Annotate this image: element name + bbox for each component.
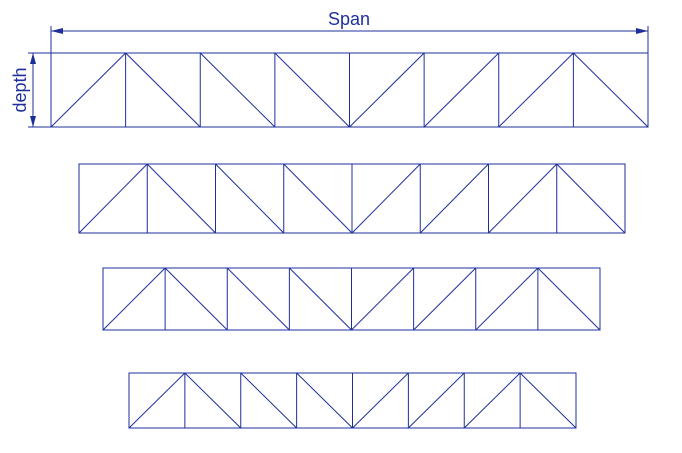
span-arrow-left — [51, 28, 63, 34]
truss-diagonal — [102, 267, 166, 331]
trusses — [50, 52, 649, 429]
truss-diagonal — [408, 372, 465, 429]
truss-diagonal — [283, 163, 353, 234]
truss-diagonal — [419, 163, 489, 234]
truss-diagonal — [537, 267, 601, 331]
truss-diagonal — [351, 267, 414, 331]
truss-3 — [102, 267, 601, 331]
depth-arrow-bottom — [30, 116, 36, 127]
truss-diagonal — [352, 372, 409, 429]
truss-diagonal — [519, 372, 577, 429]
depth-label: depth — [10, 67, 30, 112]
truss-diagonal — [50, 52, 126, 128]
truss-diagonal — [556, 163, 626, 234]
truss-diagonal — [199, 52, 276, 128]
truss-diagonal — [351, 163, 421, 234]
truss-diagonal — [164, 267, 228, 331]
truss-diagonal — [349, 52, 425, 128]
depth-arrow-top — [30, 53, 36, 64]
truss-diagonal — [226, 267, 290, 331]
truss-diagonal — [274, 52, 350, 128]
span-arrow-right — [636, 28, 648, 34]
truss-diagonal — [215, 163, 285, 234]
truss-diagonal — [296, 372, 353, 429]
truss-diagonal — [463, 372, 521, 429]
truss-4 — [128, 372, 577, 429]
truss-diagonal — [413, 267, 477, 331]
truss-diagonal — [475, 267, 539, 331]
truss-diagonal — [423, 52, 500, 128]
truss-2 — [78, 163, 626, 234]
depth-dimension: depth — [10, 52, 51, 128]
truss-diagonal — [184, 372, 242, 429]
truss-diagonal — [240, 372, 297, 429]
span-dimension: Span — [50, 9, 649, 53]
truss-diagonal — [289, 267, 352, 331]
truss-diagonal — [128, 372, 186, 429]
truss-1 — [50, 52, 649, 128]
truss-diagonal — [125, 52, 201, 128]
truss-diagonal — [78, 163, 148, 234]
truss-diagonal — [498, 52, 574, 128]
truss-diagonal — [146, 163, 216, 234]
span-label: Span — [328, 9, 370, 29]
truss-diagonal — [488, 163, 558, 234]
truss-diagonal — [573, 52, 649, 128]
